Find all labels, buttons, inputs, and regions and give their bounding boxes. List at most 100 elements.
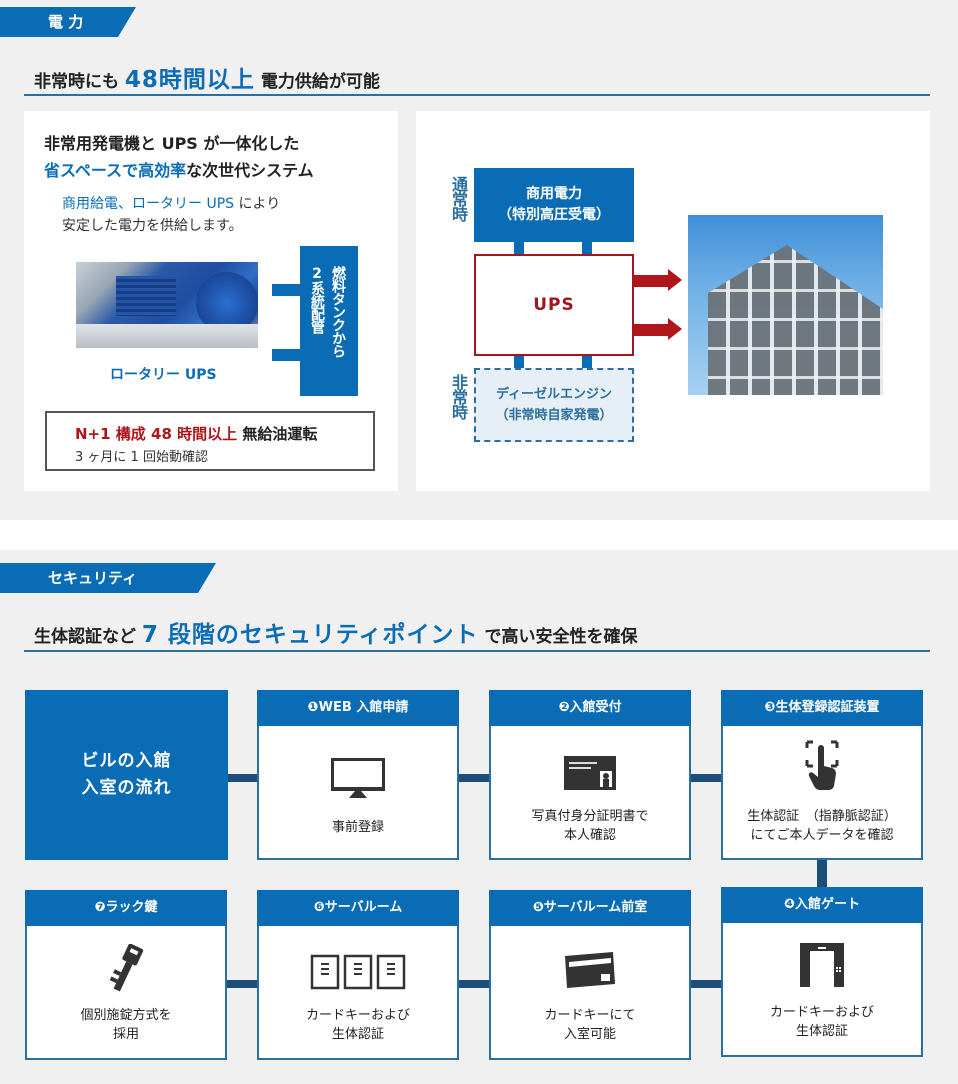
title-rest: な次世代システム	[186, 161, 314, 180]
flow-connector	[691, 980, 722, 988]
normal-time-label: 通常時	[449, 176, 468, 221]
desc-line1: 生体認証 （指静脈認証）	[747, 809, 897, 824]
panel-title-line1: 非常用発電機と UPS が一体化した	[44, 134, 300, 153]
rotary-ups-caption: ロータリー UPS	[110, 367, 217, 383]
step-biometric-registration: ❸生体登録認証装置 生体認証 （指静脈認証） にてご本人データを確認	[721, 690, 923, 860]
diesel-line1: ディーゼルエンジン	[495, 387, 613, 402]
commercial-power-box: 商用電力 （特別高圧受電）	[474, 168, 634, 242]
key-icon	[106, 943, 146, 998]
n-plus-one-note: N+1 構成 48 時間以上 無給油運転 3 ヶ月に 1 回始動確認	[45, 411, 375, 471]
connector	[582, 356, 592, 368]
desc-line2: にてご本人データを確認	[750, 828, 894, 843]
step-description: カードキーおよび生体認証	[723, 1003, 921, 1041]
gate-icon	[800, 943, 844, 991]
step-header: ❻サーバルーム	[257, 890, 459, 926]
power-section-tab: 電 力	[0, 7, 136, 37]
desc-line1: 写真付身分証明書で	[531, 809, 649, 824]
emergency-time-label: 非常時	[449, 374, 468, 419]
flow-connector	[691, 774, 722, 782]
fuel-pipe-upper	[272, 284, 302, 296]
headline-post: 電力供給が可能	[254, 72, 380, 92]
step-header: ❷入館受付	[489, 690, 691, 726]
flow-connector	[202, 980, 258, 988]
commercial-line1: 商用電力	[526, 186, 582, 202]
title-highlight: 省スペースで高効率	[44, 161, 187, 180]
step-header: ❼ラック鍵	[25, 890, 227, 926]
step-header: ❹入館ゲート	[721, 887, 923, 923]
step-web-application: ❶WEB 入館申請 事前登録	[257, 690, 459, 860]
ups-box: UPS	[474, 254, 634, 356]
step-header: ❶WEB 入館申請	[257, 690, 459, 726]
note-rest-text: 無給油運転	[237, 425, 318, 443]
panel-title-line2: 省スペースで高効率な次世代システム	[44, 157, 314, 181]
card-key-icon	[565, 952, 615, 994]
fuel-text-col1: 燃料タンクから	[330, 266, 346, 357]
step-description: 事前登録	[331, 820, 384, 835]
desc-line2: 採用	[112, 1027, 139, 1042]
headline-pre: 非常時にも	[34, 72, 125, 92]
diesel-engine-box: ディーゼルエンジン （非常時自家発電）	[474, 368, 634, 442]
fuel-text-col2: 2系統配管	[309, 266, 325, 333]
entry-flow-intro: ビルの入館 入室の流れ	[25, 690, 228, 860]
note-red-text: N+1 構成 48 時間以上	[75, 425, 238, 443]
desc-line1: カードキーにて	[544, 1008, 636, 1023]
subtext-line2: 安定した電力を供給します。	[62, 218, 243, 234]
intro-line1: ビルの入館	[81, 751, 172, 771]
desc-line2: 生体認証	[795, 1024, 848, 1039]
flow-connector	[459, 774, 490, 782]
power-headline: 非常時にも 48時間以上 電力供給が可能	[34, 60, 380, 94]
step-description: カードキーおよび生体認証	[259, 1006, 457, 1044]
security-headline: 生体認証など 7 段階のセキュリティポイント で高い安全性を確保	[34, 615, 637, 649]
desc-line1: カードキーおよび	[305, 1008, 410, 1023]
rotary-ups-photo	[76, 262, 258, 348]
headline-pre: 生体認証など	[34, 627, 142, 647]
step-description: 生体認証 （指静脈認証） にてご本人データを確認	[723, 807, 921, 845]
step-entrance-gate: ❹入館ゲート カードキーおよび生体認証	[721, 887, 923, 1057]
server-racks-icon	[310, 954, 406, 994]
panel-subtext: 商用給電、ロータリー UPS により 安定した電力を供給します。	[62, 193, 280, 237]
step-rack-key: ❼ラック鍵 個別施錠方式を採用	[25, 890, 227, 1060]
security-tab-label: セキュリティ	[48, 569, 138, 587]
section-divider	[0, 520, 958, 550]
step-description: 写真付身分証明書で本人確認	[491, 807, 689, 845]
desc-line1: カードキーおよび	[769, 1005, 874, 1020]
connector	[514, 242, 524, 254]
desc-line1: 個別施錠方式を	[80, 1008, 172, 1023]
step-header: ❺サーバルーム前室	[489, 890, 691, 926]
security-headline-rule	[24, 650, 930, 652]
monitor-icon	[330, 757, 386, 802]
fuel-pipe-lower	[272, 349, 302, 361]
headline-highlight: 48時間以上	[124, 67, 255, 93]
subtext-rest: により	[234, 196, 281, 212]
power-arrow-right-icon	[634, 318, 684, 340]
data-center-building-photo	[688, 215, 883, 395]
commercial-line2: （特別高圧受電）	[498, 207, 610, 223]
power-headline-rule	[24, 94, 930, 96]
step-header: ❸生体登録認証装置	[721, 690, 923, 726]
flow-connector	[817, 860, 827, 888]
diesel-line2: （非常時自家発電）	[495, 408, 613, 423]
headline-post: で高い安全性を確保	[478, 627, 638, 647]
connector	[582, 242, 592, 254]
finger-scan-icon	[805, 740, 839, 796]
step-description: カードキーにて入室可能	[491, 1006, 689, 1044]
subtext-highlight: 商用給電、ロータリー UPS	[62, 196, 235, 212]
id-card-icon	[564, 756, 616, 794]
flow-connector	[459, 980, 490, 988]
step-server-room: ❻サーバルーム カードキーおよび生体認証	[257, 890, 459, 1060]
security-section-tab: セキュリティ	[0, 563, 216, 593]
note-line1: N+1 構成 48 時間以上 無給油運転	[75, 423, 317, 444]
intro-line2: 入室の流れ	[81, 778, 172, 798]
power-tab-label: 電 力	[48, 13, 84, 31]
desc-line2: 生体認証	[331, 1027, 384, 1042]
step-server-anteroom: ❺サーバルーム前室 カードキーにて入室可能	[489, 890, 691, 1060]
desc-line2: 入室可能	[563, 1027, 616, 1042]
headline-highlight: 7 段階のセキュリティポイント	[141, 622, 479, 648]
connector	[514, 356, 524, 368]
power-arrow-right-icon	[634, 269, 684, 291]
step-description: 個別施錠方式を採用	[27, 1006, 225, 1044]
desc-line2: 本人確認	[563, 828, 616, 843]
flow-connector	[228, 774, 258, 782]
step-reception: ❷入館受付 写真付身分証明書で本人確認	[489, 690, 691, 860]
fuel-tank-label-box: 燃料タンクから 2系統配管	[300, 246, 358, 396]
